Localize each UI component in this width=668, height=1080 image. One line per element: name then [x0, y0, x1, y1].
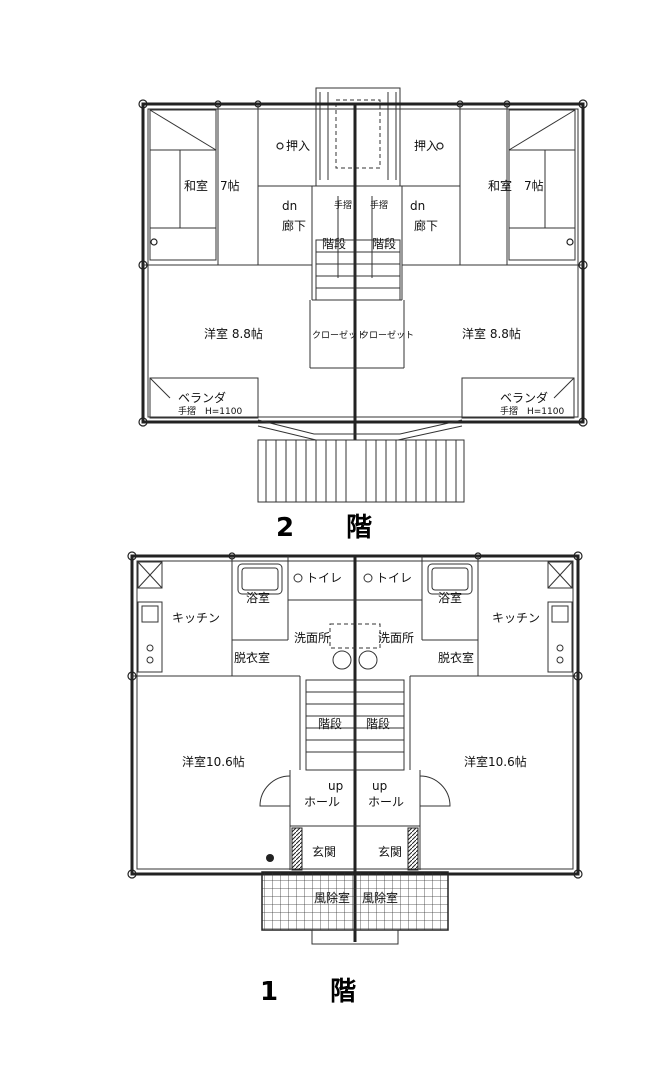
floor2-title: 2 階: [276, 513, 372, 543]
floor2-oshiire-left-label: 押入: [286, 139, 310, 153]
floor1-interior-walls: [132, 556, 578, 870]
floor1-post-marker: [266, 854, 274, 862]
floor2-plan: 和室 7帖 和室 7帖 押入 押入 dn dn 手摺 手摺 廊下 廊下 階段 階…: [138, 87, 588, 543]
floor1-up-left-label: up: [328, 779, 343, 793]
floor2-yoshitsu-left-label: 洋室 8.8帖: [204, 326, 263, 341]
floor2-kaidan-left-label: 階段: [322, 236, 346, 251]
floor1-fujoshitsu-right-label: 風除室: [362, 890, 398, 905]
floor2-washitsu-left-label: 和室 7帖: [184, 178, 240, 193]
floor2-interior-walls: [143, 104, 583, 369]
floor1-stairs: [305, 679, 405, 771]
floor1-toilet-left-label: トイレ: [306, 571, 342, 585]
floor1-porch: [261, 871, 449, 945]
floor2-outer-walls: [141, 102, 585, 440]
floor1-yokushitsu-left-label: 浴室: [246, 590, 270, 605]
floor2-veranda-note-right: 手摺 H=1100: [500, 405, 564, 417]
floor1-kaidan-left-label: 階段: [318, 716, 342, 731]
floor2-kaidan-right-label: 階段: [372, 236, 396, 251]
floor1-up-right-label: up: [372, 779, 387, 793]
floor1-yokushitsu-right-label: 浴室: [438, 590, 462, 605]
floor1-senmen-right-label: 洗面所: [378, 631, 414, 645]
floor2-dn-right-label: dn: [410, 199, 425, 213]
floor1-title: 1 階: [260, 977, 356, 1007]
floor2-yoshitsu-right-label: 洋室 8.8帖: [462, 326, 521, 341]
floor2-tatami-left: [149, 109, 217, 261]
floor1-genkan-right-label: 玄関: [378, 844, 402, 859]
floor2-veranda-left-label: ベランダ: [178, 390, 226, 405]
floor2-veranda-note-left: 手摺 H=1100: [178, 405, 242, 417]
floor2-verandas: [149, 377, 575, 419]
floor1-hall-right-label: ホール: [368, 795, 404, 809]
floor2-roka-left-label: 廊下: [282, 218, 306, 233]
floor2-tesuri-left-label: 手摺: [334, 199, 352, 211]
floor2-tatami-right: [508, 109, 576, 261]
floor2-tesuri-right-label: 手摺: [370, 199, 388, 211]
floor1-bathtubs: [237, 563, 473, 595]
floor1-senmen-left-label: 洗面所: [294, 631, 330, 645]
floor2-dn-left-label: dn: [282, 199, 297, 213]
floor1-kitchen-left-label: キッチン: [172, 611, 220, 625]
floor1-entrance-walls: [291, 827, 419, 871]
floor2-columns: [138, 99, 588, 427]
floor2-closet-right-label: クローゼット: [360, 329, 414, 341]
floor1-kaidan-right-label: 階段: [366, 716, 390, 731]
floor1-yoshitsu-left-label: 洋室10.6帖: [182, 754, 245, 769]
floor2-top-stairwell: [315, 87, 401, 187]
floor1-plan: キッチン キッチン 浴室 浴室 トイレ トイレ 洗面所 洗面所 脱衣室 脱衣室 …: [127, 551, 583, 1007]
floor1-columns: [127, 551, 583, 879]
floor1-toilets-sinks: [293, 573, 381, 670]
floor2-roka-right-label: 廊下: [414, 218, 438, 233]
floor1-fujoshitsu-left-label: 風除室: [314, 890, 350, 905]
floor2-washitsu-right-label: 和室 7帖: [488, 178, 544, 193]
floor1-kitchen-right-label: キッチン: [492, 611, 540, 625]
floor1-hall-left-label: ホール: [304, 795, 340, 809]
floor1-datsui-right-label: 脱衣室: [438, 650, 474, 665]
floor1-kitchen-fixtures: [137, 561, 573, 673]
floor2-stairs: [315, 196, 401, 301]
floor1-datsui-left-label: 脱衣室: [234, 650, 270, 665]
floor1-door-swings: [259, 775, 451, 807]
floor1-yoshitsu-right-label: 洋室10.6帖: [464, 754, 527, 769]
floor2-veranda-right-label: ベランダ: [500, 390, 548, 405]
floor2-entrance-stairs: [257, 419, 465, 503]
floor1-genkan-left-label: 玄関: [312, 844, 336, 859]
floor1-toilet-right-label: トイレ: [376, 571, 412, 585]
floor2-oshiire-right-label: 押入: [414, 139, 438, 153]
floor2-closet-left-label: クローゼット: [312, 329, 366, 341]
